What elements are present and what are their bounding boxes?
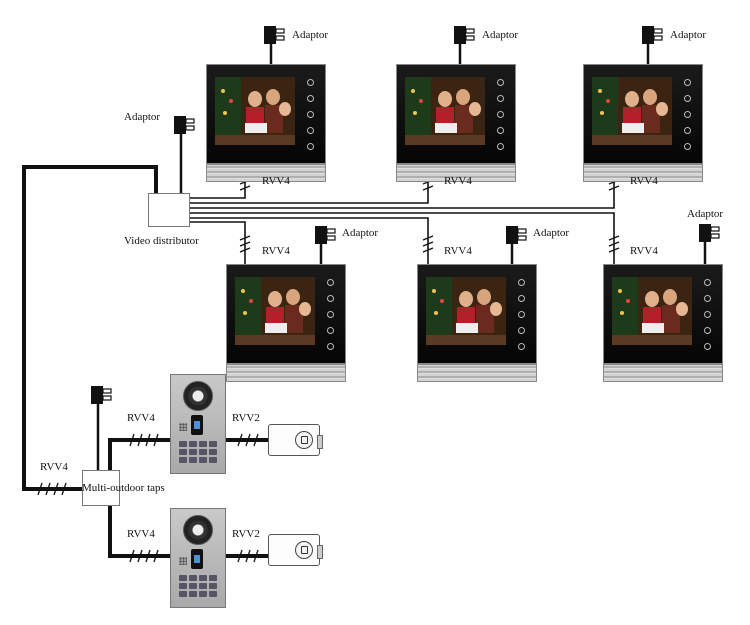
camera-icon [183, 515, 213, 545]
cable-label-rvv4: RVV4 [127, 528, 155, 540]
adaptor-icon [89, 384, 115, 406]
adaptor-label: Adaptor [292, 29, 329, 41]
cable-label-rvv4: RVV4 [630, 175, 658, 187]
cable-label-rvv2: RVV2 [232, 412, 260, 424]
fingerprint-reader-icon [191, 549, 203, 569]
camera-icon [183, 381, 213, 411]
monitor-buttons [516, 279, 526, 359]
monitor-bezel [603, 264, 723, 364]
cable-label-rvv4: RVV4 [444, 245, 472, 257]
speaker-icon [179, 423, 187, 431]
cable-label-rvv2: RVV2 [232, 528, 260, 540]
speaker-icon [179, 557, 187, 565]
electric-lock-icon [268, 534, 323, 566]
adaptor-icon [313, 224, 339, 246]
monitor-buttons [702, 279, 712, 359]
indoor-monitor [396, 64, 516, 182]
cable-label-rvv4: RVV4 [444, 175, 472, 187]
cable-label-rvv4: RVV4 [262, 245, 290, 257]
fingerprint-reader-icon [191, 415, 203, 435]
adaptor-icon [697, 222, 723, 244]
video-distributor-box [148, 193, 190, 227]
indoor-monitor [206, 64, 326, 182]
multi-outdoor-taps-label: Multi-outdoor taps [82, 482, 165, 494]
adaptor-label: Adaptor [342, 227, 379, 239]
cable-label-rvv4: RVV4 [40, 461, 68, 473]
adaptor-icon [504, 224, 530, 246]
monitor-chrome-base [417, 364, 537, 382]
indoor-monitor [603, 264, 723, 382]
adaptor-label: Adaptor [687, 208, 724, 220]
keypad [179, 441, 219, 463]
monitor-bezel [206, 64, 326, 164]
monitor-bezel [396, 64, 516, 164]
monitor-chrome-base [396, 164, 516, 182]
outdoor-panel [170, 374, 226, 474]
keypad [179, 575, 219, 597]
adaptor-icon [640, 24, 666, 46]
cable-label-rvv4: RVV4 [127, 412, 155, 424]
adaptor-label: Adaptor [482, 29, 519, 41]
adaptor-icon [452, 24, 478, 46]
indoor-monitor [583, 64, 703, 182]
adaptor-icon [262, 24, 288, 46]
monitor-buttons [495, 79, 505, 159]
adaptor-label: Adaptor [124, 111, 161, 123]
indoor-monitor [417, 264, 537, 382]
monitor-screen-image [405, 77, 485, 145]
monitor-chrome-base [583, 164, 703, 182]
monitor-screen-image [592, 77, 672, 145]
monitor-buttons [305, 79, 315, 159]
adaptor-icon [172, 114, 198, 136]
monitor-chrome-base [206, 164, 326, 182]
cable-label-rvv4: RVV4 [630, 245, 658, 257]
monitor-screen-image [215, 77, 295, 145]
indoor-monitor [226, 264, 346, 382]
monitor-buttons [325, 279, 335, 359]
adaptor-label: Adaptor [533, 227, 570, 239]
monitor-screen-image [612, 277, 692, 345]
outdoor-panel [170, 508, 226, 608]
electric-lock-icon [268, 424, 323, 456]
video-distributor-label: Video distributor [124, 235, 199, 247]
monitor-screen-image [426, 277, 506, 345]
monitor-chrome-base [603, 364, 723, 382]
monitor-buttons [682, 79, 692, 159]
cable-label-rvv4: RVV4 [262, 175, 290, 187]
monitor-chrome-base [226, 364, 346, 382]
monitor-bezel [417, 264, 537, 364]
multi-outdoor-taps-box [82, 470, 120, 506]
monitor-bezel [583, 64, 703, 164]
monitor-bezel [226, 264, 346, 364]
adaptor-label: Adaptor [670, 29, 707, 41]
monitor-screen-image [235, 277, 315, 345]
